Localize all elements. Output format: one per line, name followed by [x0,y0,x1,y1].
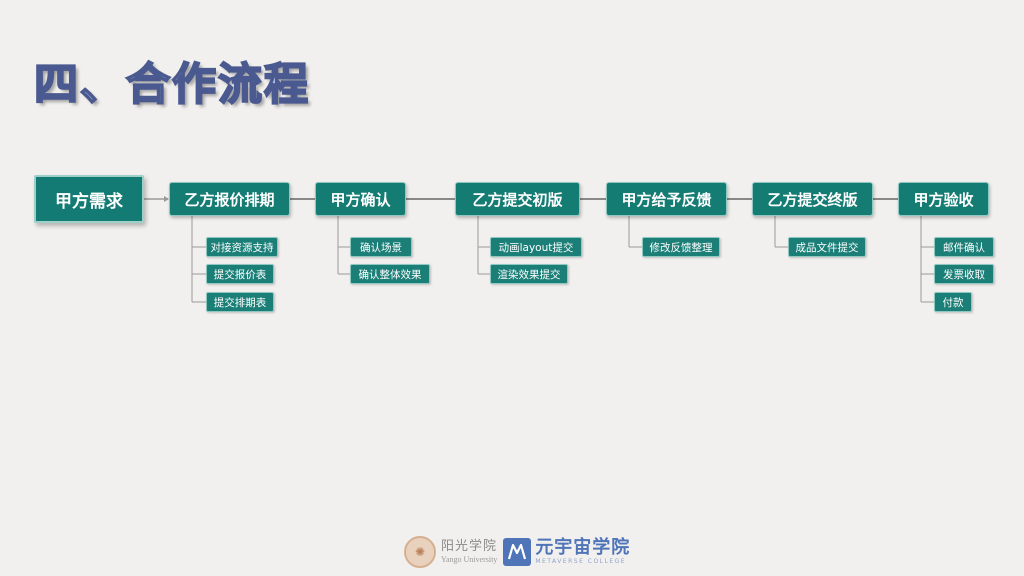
start-node: 甲方需求 [34,175,144,223]
step-node-2: 甲方确认 [315,182,406,216]
substep-node: 提交报价表 [206,264,274,284]
college-name: 元宇宙学院 METAVERSE COLLEGE [535,539,630,565]
page-title: 四、合作流程 [33,58,310,111]
substep-node: 成品文件提交 [788,237,866,257]
step-node-1: 乙方报价排期 [169,182,290,216]
college-name-en: METAVERSE COLLEGE [535,558,627,565]
step-node-3: 乙方提交初版 [455,182,580,216]
substep-node: 确认场景 [350,237,412,257]
university-name-en: Yango University [441,555,498,564]
substep-node: 动画layout提交 [490,237,582,257]
substep-node: 提交排期表 [206,292,274,312]
university-name: 阳光学院 Yango University [441,540,497,564]
footer-logos: ✺ 阳光学院 Yango University 元宇宙学院 METAVERSE … [404,534,630,570]
substep-node: 对接资源支持 [206,237,278,257]
substep-node: 渲染效果提交 [490,264,568,284]
substep-node: 邮件确认 [934,237,994,257]
university-seal-icon: ✺ [404,536,436,568]
substep-node: 付款 [934,292,972,312]
substep-node: 发票收取 [934,264,994,284]
step-node-4: 甲方给予反馈 [606,182,727,216]
substep-node: 修改反馈整理 [642,237,720,257]
substep-node: 确认整体效果 [350,264,430,284]
university-name-cn: 阳光学院 [441,539,498,554]
step-node-5: 乙方提交终版 [752,182,873,216]
step-node-6: 甲方验收 [898,182,989,216]
college-name-cn: 元宇宙学院 [535,537,631,558]
metaverse-logo-icon [503,538,532,566]
